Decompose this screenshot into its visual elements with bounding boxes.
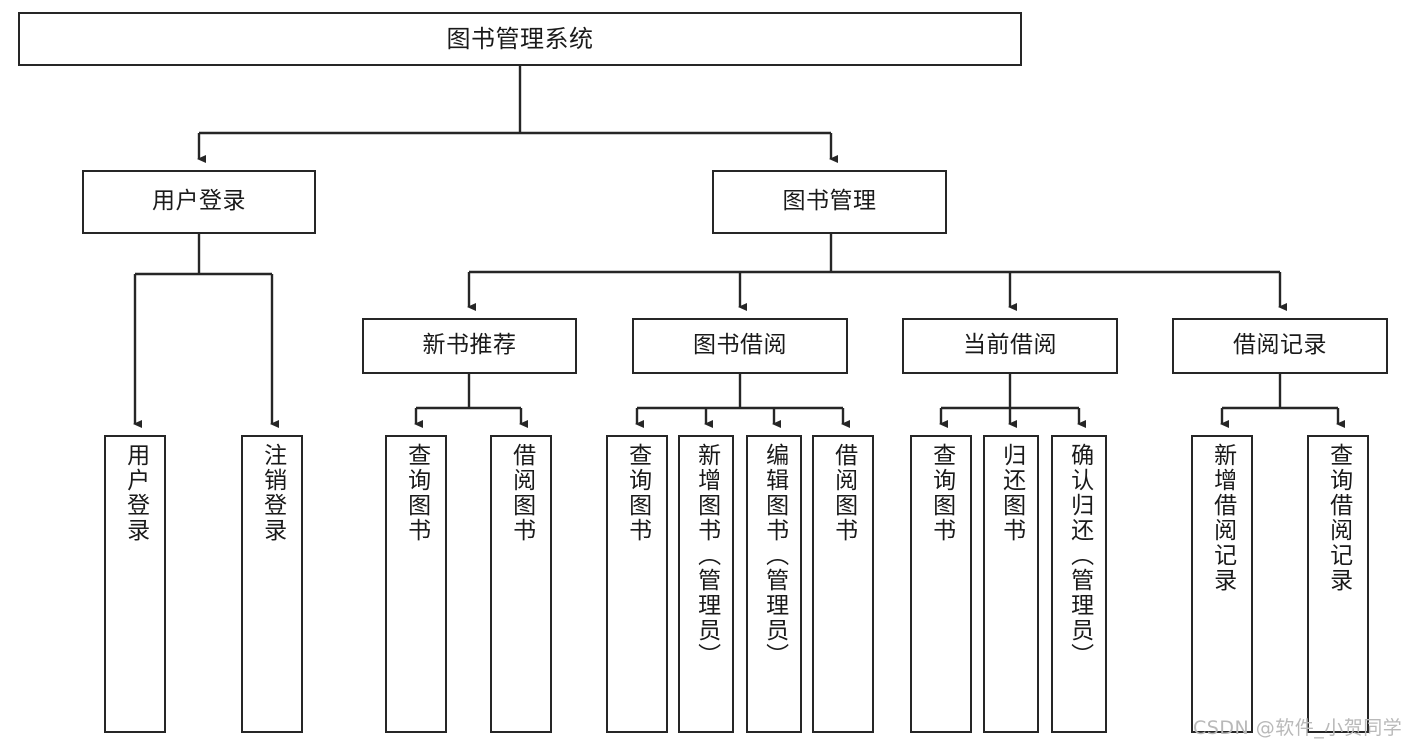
node-leaf-query-book-3[interactable]: 查询图书	[910, 435, 972, 733]
node-label: 借阅图书	[508, 443, 535, 543]
node-leaf-add-book[interactable]: 新增图书（管理员）	[678, 435, 734, 733]
node-label: 确认归还（管理员）	[1066, 443, 1093, 668]
node-label: 查询图书	[403, 443, 430, 543]
node-label: 借阅图书	[830, 443, 857, 543]
node-new-book-recommend[interactable]: 新书推荐	[362, 318, 577, 374]
node-label: 查询借阅记录	[1325, 443, 1352, 593]
node-leaf-borrow-book-1[interactable]: 借阅图书	[490, 435, 552, 733]
node-borrow-record[interactable]: 借阅记录	[1172, 318, 1388, 374]
csdn-watermark: CSDN @软件_小贺同学	[1193, 717, 1403, 739]
node-leaf-query-book-2[interactable]: 查询图书	[606, 435, 668, 733]
node-leaf-edit-book[interactable]: 编辑图书（管理员）	[746, 435, 802, 733]
node-label: 查询图书	[624, 443, 651, 543]
node-leaf-query-record[interactable]: 查询借阅记录	[1307, 435, 1369, 733]
node-leaf-add-record[interactable]: 新增借阅记录	[1191, 435, 1253, 733]
node-leaf-confirm-return[interactable]: 确认归还（管理员）	[1051, 435, 1107, 733]
node-label: 查询图书	[928, 443, 955, 543]
node-book-manage[interactable]: 图书管理	[712, 170, 947, 234]
node-label: 归还图书	[998, 443, 1025, 543]
node-label: 图书管理系统	[446, 24, 594, 53]
node-leaf-user-logout[interactable]: 注销登录	[241, 435, 303, 733]
node-label: 当前借阅	[963, 332, 1057, 359]
node-label: 用户登录	[152, 188, 246, 215]
node-label: 图书借阅	[693, 332, 787, 359]
node-user-login[interactable]: 用户登录	[82, 170, 316, 234]
node-label: 注销登录	[259, 443, 286, 543]
node-label: 图书管理	[782, 188, 877, 215]
node-leaf-query-book-1[interactable]: 查询图书	[385, 435, 447, 733]
node-book-borrow[interactable]: 图书借阅	[632, 318, 848, 374]
node-label: 编辑图书（管理员）	[761, 443, 788, 668]
node-label: 新增借阅记录	[1209, 443, 1236, 593]
node-leaf-return-book[interactable]: 归还图书	[983, 435, 1039, 733]
node-leaf-borrow-book-2[interactable]: 借阅图书	[812, 435, 874, 733]
node-leaf-user-login[interactable]: 用户登录	[104, 435, 166, 733]
node-label: 用户登录	[122, 443, 149, 543]
node-label: 借阅记录	[1233, 332, 1327, 359]
node-label: 新增图书（管理员）	[693, 443, 720, 668]
node-current-borrow[interactable]: 当前借阅	[902, 318, 1118, 374]
node-label: 新书推荐	[422, 332, 517, 359]
node-root-system[interactable]: 图书管理系统	[18, 12, 1022, 66]
